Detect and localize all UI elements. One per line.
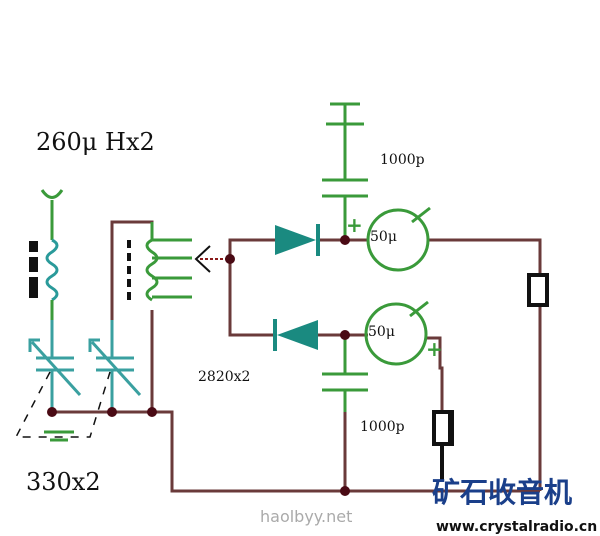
logo-url: www.crystalradio.cn <box>436 519 597 535</box>
plus-sign: + <box>346 213 363 237</box>
inductor-label: 260μ Hx2 <box>36 128 155 156</box>
meter-bottom-label: 50μ <box>368 324 395 340</box>
cap-bottom-label: 1000p <box>360 419 405 435</box>
earphone-icon <box>432 410 452 446</box>
variable-capacitors <box>28 320 142 412</box>
cap-top-label: 1000p <box>380 152 425 168</box>
ferrite-core-icon <box>29 241 38 298</box>
tuning-coil <box>145 222 192 302</box>
watermark: haolbyy.net <box>260 507 352 526</box>
logo-title: 矿石收音机 <box>432 476 572 509</box>
plus-sign: + <box>426 337 443 361</box>
tap-arrow-icon <box>194 245 211 273</box>
meter-top-label: 50μ <box>370 229 397 245</box>
gang-link <box>14 371 111 438</box>
diode-icon <box>277 320 318 350</box>
diode-label: 2820x2 <box>198 369 250 385</box>
earphone-icon <box>527 273 549 307</box>
capacitor-label: 330x2 <box>26 468 101 496</box>
junction-nodes <box>47 235 350 496</box>
diode-icon <box>275 225 316 255</box>
antenna-coil <box>40 189 74 442</box>
fixed-capacitors <box>322 102 431 412</box>
